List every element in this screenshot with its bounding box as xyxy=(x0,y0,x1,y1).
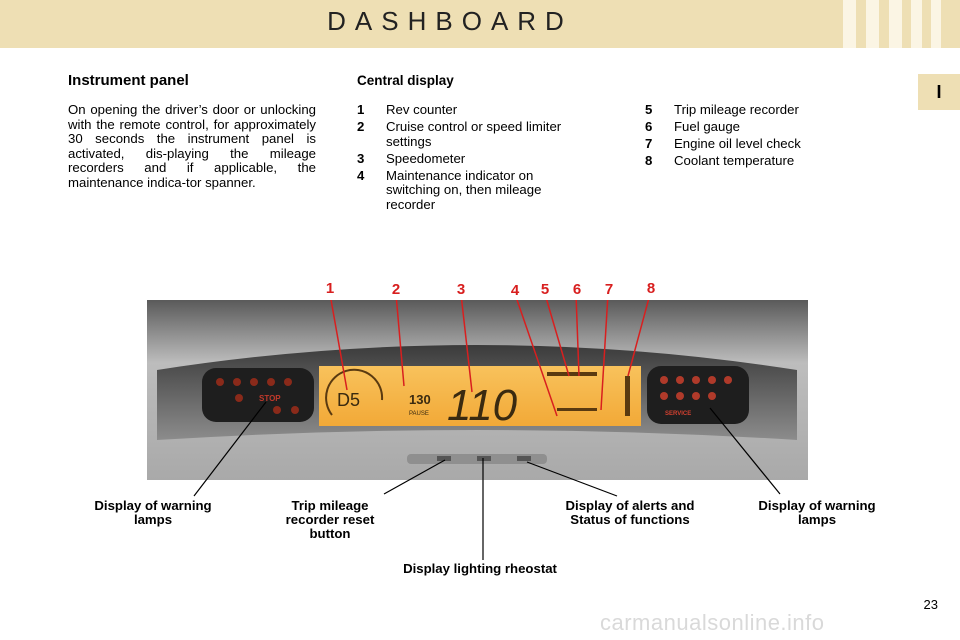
gear-indicator: D5 xyxy=(337,390,360,410)
list-item: 1 Rev counter xyxy=(357,102,601,118)
cruise-speed: 130 xyxy=(409,392,431,407)
list-item: 3 Speedometer xyxy=(357,150,601,167)
warning-lamp-icons-right xyxy=(660,376,732,400)
mileage-bar xyxy=(547,372,597,376)
header-stripe xyxy=(866,0,879,48)
speedometer-digits: 110 xyxy=(447,381,518,430)
callout-warning-lamps-right: Display of warning lamps xyxy=(758,498,876,527)
item-number: 3 xyxy=(357,150,365,166)
list-item: 4 Maintenance indicator on switching on, … xyxy=(357,167,601,213)
warning-lamp-icons-left xyxy=(216,378,299,414)
item-label: Fuel gauge xyxy=(674,119,740,134)
alerts-button-shape xyxy=(517,456,531,461)
list-item: 8 Coolant temperature xyxy=(645,153,889,169)
marker-6: 6 xyxy=(573,281,581,298)
marker-5: 5 xyxy=(541,281,549,298)
item-label: Rev counter xyxy=(386,102,458,117)
list-item: 7 Engine oil level check xyxy=(645,136,889,152)
item-number: 4 xyxy=(357,167,365,183)
page-title: DASHBOARD xyxy=(327,6,573,36)
rev-counter-arc xyxy=(325,368,384,416)
dashboard-photo: STOP D5 130 PAUSE 110 SERVICE xyxy=(147,300,808,480)
item-label: Speedometer xyxy=(386,150,466,166)
item-number: 7 xyxy=(645,136,653,151)
item-label: Coolant temperature xyxy=(674,153,795,168)
list-item: 6 Fuel gauge xyxy=(645,119,889,135)
instrument-panel-heading: Instrument panel xyxy=(68,72,189,89)
item-label: Cruise control or speed limiter settings xyxy=(386,119,562,149)
coolant-gauge xyxy=(625,376,630,416)
item-label: Engine oil level check xyxy=(674,136,801,151)
item-number: 6 xyxy=(645,119,653,134)
left-warning-panel xyxy=(202,368,314,422)
trip-bar xyxy=(557,408,597,411)
marker-numbers: 1 2 3 4 5 6 7 8 xyxy=(326,280,655,299)
marker-leader-lines xyxy=(330,300,650,417)
marker-7: 7 xyxy=(605,281,613,298)
instrument-panel-text: On opening the driver’s door or unlockin… xyxy=(68,102,316,190)
central-display-list-right: 5 Trip mileage recorder 6 Fuel gauge 7 Engi… xyxy=(645,102,889,171)
marker-8: 8 xyxy=(647,280,655,297)
item-label: Maintenance indicator on switching on, t… xyxy=(386,167,542,212)
callout-alerts: Display of alerts and Status of function… xyxy=(565,498,695,527)
item-number: 5 xyxy=(645,102,653,117)
list-item: 2 Cruise control or speed limiter setting… xyxy=(357,119,601,149)
marker-2: 2 xyxy=(392,281,400,298)
central-display-heading: Central display xyxy=(357,73,454,88)
chapter-tab: I xyxy=(918,74,960,110)
watermark: carmanualsonline.info xyxy=(600,610,825,635)
central-display-list-left: 1 Rev counter 2 Cruise control or speed li… xyxy=(357,102,601,215)
marker-3: 3 xyxy=(457,281,465,298)
page-number: 23 xyxy=(923,597,938,612)
stop-lamp-label: STOP xyxy=(259,394,281,403)
marker-1: 1 xyxy=(326,280,334,297)
header-stripe xyxy=(931,0,941,48)
item-number: 2 xyxy=(357,119,365,134)
rheostat-shape xyxy=(477,456,491,461)
callout-warning-lamps-left: Display of warning lamps xyxy=(94,498,212,527)
trip-reset-button-shape xyxy=(437,456,451,461)
item-label: Trip mileage recorder xyxy=(674,102,799,117)
service-label: SERVICE xyxy=(665,411,691,417)
item-number: 1 xyxy=(357,102,365,117)
cruise-status: PAUSE xyxy=(409,411,429,417)
callout-trip-reset: Trip mileage recorder reset button xyxy=(285,498,375,541)
item-number: 8 xyxy=(645,153,653,168)
header-stripe xyxy=(889,0,902,48)
marker-4: 4 xyxy=(511,282,520,299)
page-header: DASHBOARD xyxy=(0,0,960,48)
callout-rheostat: Display lighting rheostat xyxy=(403,561,557,576)
header-stripe xyxy=(911,0,922,48)
list-item: 5 Trip mileage recorder xyxy=(645,102,889,118)
header-stripe xyxy=(843,0,856,48)
